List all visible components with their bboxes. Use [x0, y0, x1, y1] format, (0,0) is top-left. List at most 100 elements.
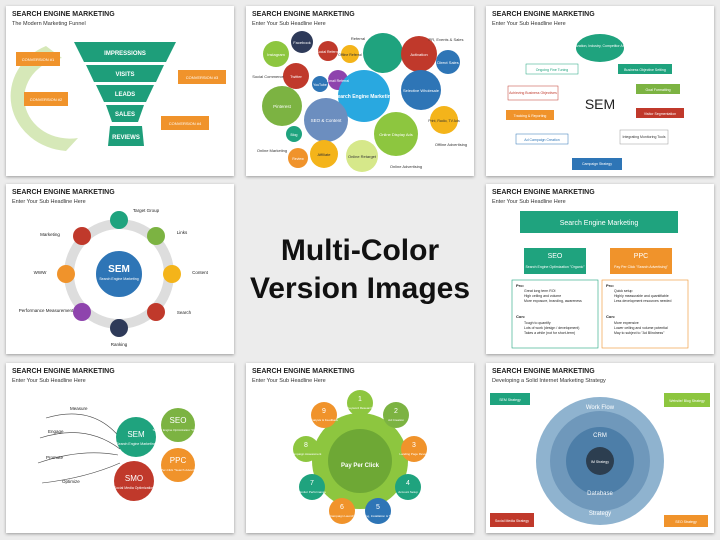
- bubble-center-label: Search Engine Marketing: [334, 94, 394, 100]
- step-label: Tracking, Installation & Testing: [358, 514, 399, 518]
- bubble-label: Print, Radio, TV Ads: [428, 119, 460, 123]
- step-num: 5: [376, 504, 380, 511]
- rings-diagram: Work Flow CRM Database Strategy IM Strat…: [490, 393, 710, 527]
- bubble-label: Online Marketing: [257, 148, 287, 153]
- gear-label: Performance Measurement: [19, 308, 74, 313]
- step-label: Ad Creation: [388, 418, 404, 422]
- step-num: 1: [358, 396, 362, 403]
- bubble-label: Pinterest: [273, 104, 292, 109]
- slide-sem-cycle[interactable]: SEARCH ENGINE MARKETING Enter Your Sub H…: [486, 6, 714, 176]
- corner-box: [490, 393, 530, 405]
- circle-sem: [116, 417, 156, 457]
- slide-subtitle: Enter Your Sub Headline Here: [252, 378, 326, 384]
- bubble-label: Online Display Ads: [379, 132, 413, 137]
- conversion-label: CONVERSION #2: [30, 97, 63, 102]
- bubble: [363, 33, 403, 73]
- slide-sem-gear[interactable]: SEARCH ENGINE MARKETING Enter Your Sub H…: [6, 184, 234, 354]
- funnel-diagram: IMPRESSIONS VISITS LEADS SALES REVIEWS C…: [10, 42, 226, 151]
- conversion-box: [16, 52, 60, 66]
- step-label: Keyword Research: [347, 406, 373, 410]
- bubble-label: Affiliate: [317, 152, 331, 157]
- ppc-con-item: More expensive: [614, 321, 639, 325]
- corner-box: [490, 513, 534, 527]
- arc-label: Optimize: [62, 479, 80, 484]
- ppc-box: [610, 248, 672, 274]
- circle-title: PPC: [170, 456, 187, 465]
- slide-strategy-rings[interactable]: SEARCH ENGINE MARKETING Developing a Sol…: [486, 363, 714, 533]
- bubble: [262, 86, 302, 126]
- seo-pro-item: Great long term ROI: [524, 289, 556, 293]
- bubble-label: Twitter: [290, 74, 302, 79]
- gear-node: [163, 265, 181, 283]
- corner-box: [664, 393, 710, 407]
- bubble-label: Offline Referral: [338, 53, 362, 57]
- slide-title: SEARCH ENGINE MARKETING: [492, 11, 595, 18]
- circle-sub: Pay-Per-Click "Search Advertising": [155, 468, 201, 472]
- slide-ppc-cycle[interactable]: SEARCH ENGINE MARKETING Enter Your Sub H…: [246, 363, 474, 533]
- bubble-label: YouTube: [313, 83, 327, 87]
- bubble: [430, 106, 458, 134]
- arc: [37, 452, 119, 464]
- slide-subtitle: Enter Your Sub Headline Here: [492, 199, 566, 205]
- funnel-label: SALES: [115, 112, 135, 118]
- bubble-label: Direct Sales: [437, 60, 459, 65]
- corner-label: Social Media Strategy: [495, 519, 529, 523]
- center-heading: Multi-Color Version Images: [244, 232, 476, 308]
- gear-label: Links: [177, 230, 188, 235]
- slide-funnel[interactable]: SEARCH ENGINE MARKETING The Modern Marke…: [6, 6, 234, 176]
- bubble-label: Facebook: [293, 40, 311, 45]
- arc: [41, 462, 121, 484]
- step-label: Organization, Industry, Competitor Analy…: [567, 44, 634, 48]
- bubble: [374, 112, 418, 156]
- step-label: Goal Formatting: [645, 88, 670, 92]
- step-num: 7: [310, 480, 314, 487]
- gear-node: [110, 211, 128, 229]
- slide-bubbles[interactable]: SEARCH ENGINE MARKETING Enter Your Sub H…: [246, 6, 474, 176]
- step-box: [636, 108, 684, 118]
- bubble-label: Offline Advertising: [435, 142, 467, 147]
- corner-label: SEM Strategy: [499, 398, 521, 402]
- gear-center: [94, 249, 144, 299]
- step-box: [619, 129, 669, 145]
- step-label: Analysis & Feedback: [310, 418, 339, 422]
- gear-diagram: SEM Search Engine Marketing Target Group…: [19, 208, 209, 347]
- conversion-box: [24, 92, 68, 106]
- bubble-label: Email Referral: [327, 79, 349, 83]
- slide-title: SEARCH ENGINE MARKETING: [12, 189, 115, 196]
- funnel-layer-5: [108, 126, 144, 146]
- gear-label: Target Group: [133, 208, 160, 213]
- center-heading-line2: Version Images: [249, 272, 471, 305]
- seo-con-item: Lots of work (design / development): [524, 326, 579, 330]
- funnel-label: REVIEWS: [112, 135, 140, 141]
- core-label: IM Strategy: [591, 460, 609, 464]
- cycle-diagram: Organization, Industry, Competitor Analy…: [506, 34, 684, 170]
- ring-label: Strategy: [589, 511, 611, 517]
- arc: [39, 432, 121, 450]
- slide-sem-circles[interactable]: SEARCH ENGINE MARKETING Enter Your Sub H…: [6, 363, 234, 533]
- gear-node: [147, 227, 165, 245]
- bubble-label: Social Referral: [317, 50, 340, 54]
- slide-seo-ppc[interactable]: SEARCH ENGINE MARKETING Enter Your Sub H…: [486, 184, 714, 354]
- compare-diagram: Search Engine Marketing SEO Search Engin…: [511, 211, 689, 349]
- con-label: Con:: [516, 314, 525, 319]
- step-box: [515, 133, 569, 145]
- ring-label: CRM: [593, 433, 607, 439]
- slide-title: SEARCH ENGINE MARKETING: [492, 189, 595, 196]
- step-label: Business Objective Setting: [624, 68, 666, 72]
- bubble-label: Selective Wholesale: [403, 88, 440, 93]
- funnel-layer-3: [96, 85, 154, 102]
- step-label: Ad Campaign Creation: [524, 138, 559, 142]
- step-label: Campaign Launch: [330, 514, 355, 518]
- gear-node: [73, 303, 91, 321]
- circle-sub: Search Engine Marketing: [116, 442, 155, 446]
- bubble-label: Activation: [410, 52, 427, 57]
- step-label: Campaign Assessment: [291, 452, 322, 456]
- slide-subtitle: Enter Your Sub Headline Here: [12, 199, 86, 205]
- slide-subtitle: Enter Your Sub Headline Here: [12, 378, 86, 384]
- circle-seo: [161, 408, 195, 442]
